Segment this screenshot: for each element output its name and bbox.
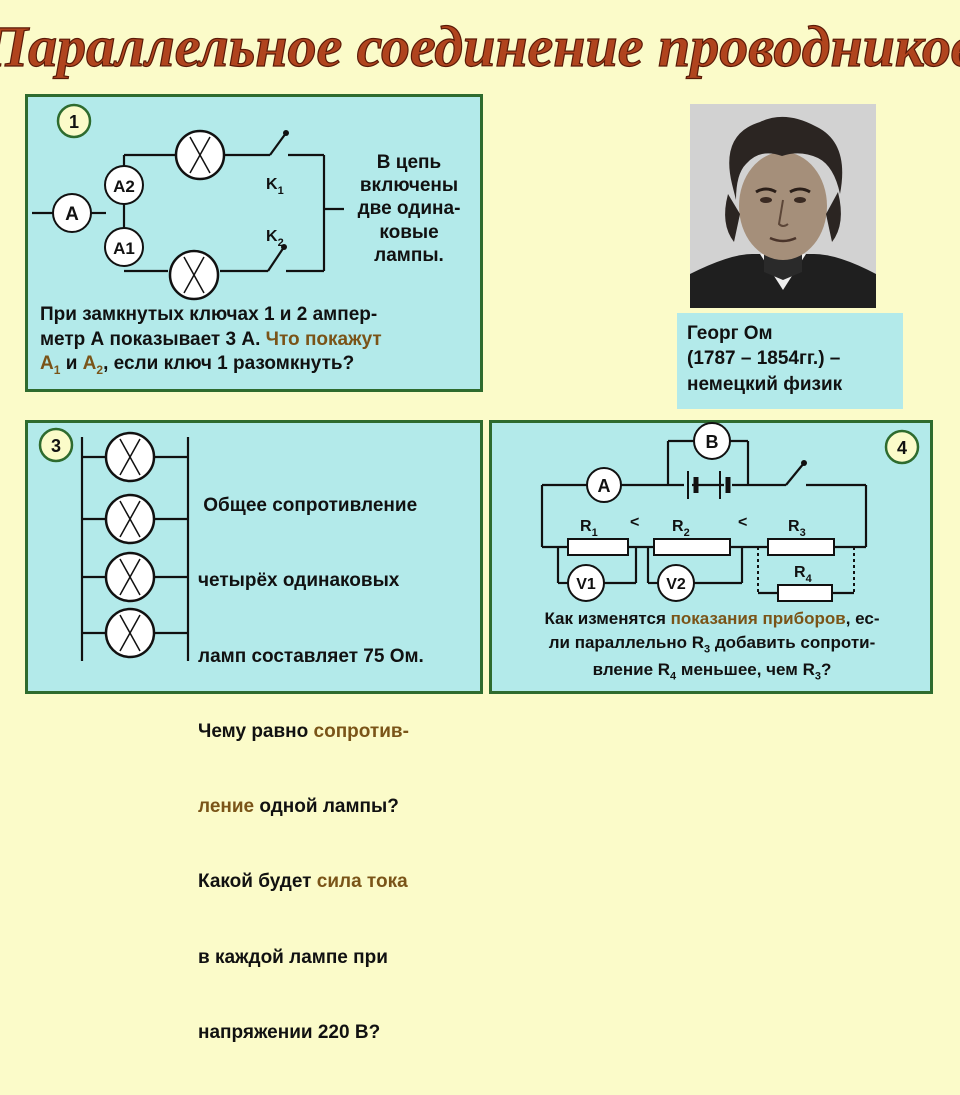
panel-1-question: При замкнутых ключах 1 и 2 ампер- метр А… [40,304,382,378]
lamp-top [174,129,226,181]
ammeter-a2: A2 [104,165,144,205]
label-less-than-1: < [630,514,639,531]
switch-k1-contact [283,130,289,136]
panel-4-number-badge: 4 [884,429,920,465]
label-k2: K2 [266,228,284,249]
svg-text:A: A [598,476,611,496]
panel-1: A A2 A1 1 K1 K2 В цепь включены две один… [25,94,483,392]
label-less-than-2: < [738,514,747,531]
switch-k2-contact [281,244,287,250]
lamp-2 [104,493,156,545]
voltmeter-v: В [693,422,731,460]
switch-contact [801,460,807,466]
panel-3-number-badge: 3 [38,427,74,463]
lamp-bottom [168,249,220,301]
voltmeter-v2: V2 [657,564,695,602]
label-r2: R2 [672,518,690,539]
label-r4: R4 [794,564,813,585]
lamp-4 [104,607,156,659]
circuit-1: A A2 A1 1 K1 K2 [32,103,344,301]
panel-4: В A V1 V2 4 R1 < R2 < R3 R4 Как изменятс… [489,420,933,694]
panel-1-number-badge: 1 [56,103,92,139]
slide-title: Параллельное соединение проводников [0,13,960,79]
voltmeter-v1: V1 [567,564,605,602]
svg-text:A2: A2 [113,177,135,196]
battery [687,471,731,499]
label-r1: R1 [580,518,598,539]
svg-text:1: 1 [69,112,79,132]
lamp-1 [104,431,156,483]
svg-text:В: В [706,432,719,452]
svg-text:4: 4 [897,438,907,458]
circuit-3: 3 [38,427,190,661]
panel-1-side-text: В цепь включены две одина- ковые лампы. [357,152,461,266]
ammeter-a: A [586,467,622,503]
resistor-r2 [653,538,731,556]
svg-text:A: A [65,204,79,225]
slide-title-text: Параллельное соединение проводников [0,14,960,79]
svg-text:V1: V1 [576,576,596,593]
georg-ohm-portrait [690,104,876,308]
circuit-4: В A V1 V2 4 R1 < R2 < R3 R4 [540,422,920,602]
resistor-r1 [567,538,629,556]
panel-3: 3 Общее сопротивление четырёх одинаковых… [25,420,483,1043]
ammeter-a: A [52,193,92,233]
svg-text:3: 3 [51,436,61,456]
svg-text:V2: V2 [666,576,686,593]
svg-text:A1: A1 [113,239,135,258]
resistor-r3 [767,538,835,556]
lamp-3 [104,551,156,603]
panel-4-question: Как изменятся показания приборов, ес- ли… [544,609,880,683]
ammeter-a1: A1 [104,227,144,267]
label-k1: K1 [266,176,284,197]
label-r3: R3 [788,518,806,539]
resistor-r4 [777,584,833,602]
panel-3-question: Общее сопротивление четырёх одинаковых л… [198,495,424,1043]
portrait-caption: Георг Ом (1787 – 1854гг.) – немецкий физ… [677,313,903,409]
